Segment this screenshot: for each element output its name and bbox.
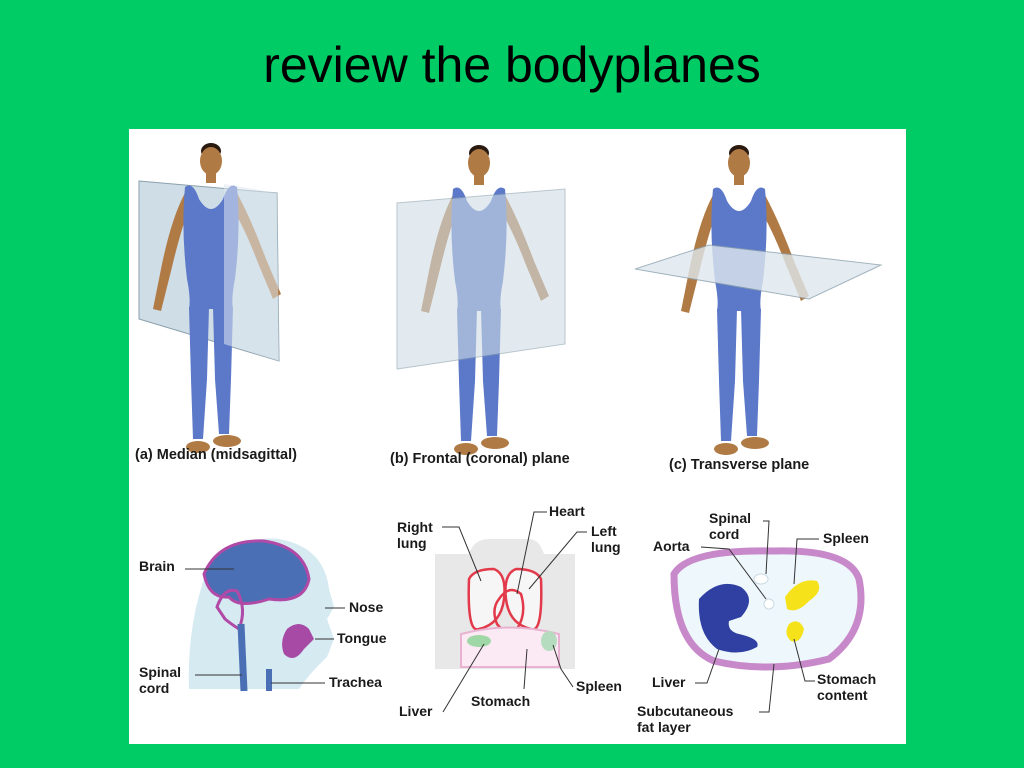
thorax-section-diagram [435, 539, 575, 669]
caption-a: (a) Median (midsagittal) [135, 447, 297, 463]
label-tongue: Tongue [337, 630, 387, 646]
label-liver-thorax: Liver [399, 703, 433, 719]
figure-frontal-plane [396, 145, 566, 455]
label-nose: Nose [349, 599, 383, 615]
abdomen-section-diagram [670, 547, 865, 671]
label-aorta: Aorta [653, 538, 690, 554]
label-brain: Brain [139, 558, 175, 574]
label-liver-abdomen: Liver [652, 674, 686, 690]
label-spleen-thorax: Spleen [576, 678, 622, 694]
slide-title: review the bodyplanes [263, 37, 761, 93]
label-heart: Heart [549, 503, 585, 519]
head-section-diagram [188, 538, 334, 692]
body-planes-svg: (a) Median (midsagittal) (b) Frontal (co… [135, 143, 883, 735]
label-stomach-thorax: Stomach [471, 693, 530, 709]
label-spleen-abdomen: Spleen [823, 530, 869, 546]
figure-median-plane [138, 143, 281, 453]
caption-c: (c) Transverse plane [669, 457, 809, 473]
figure-transverse-plane [634, 145, 883, 455]
body-planes-figure: (a) Median (midsagittal) (b) Frontal (co… [129, 129, 906, 744]
caption-b: (b) Frontal (coronal) plane [390, 451, 570, 467]
label-trachea: Trachea [329, 674, 382, 690]
